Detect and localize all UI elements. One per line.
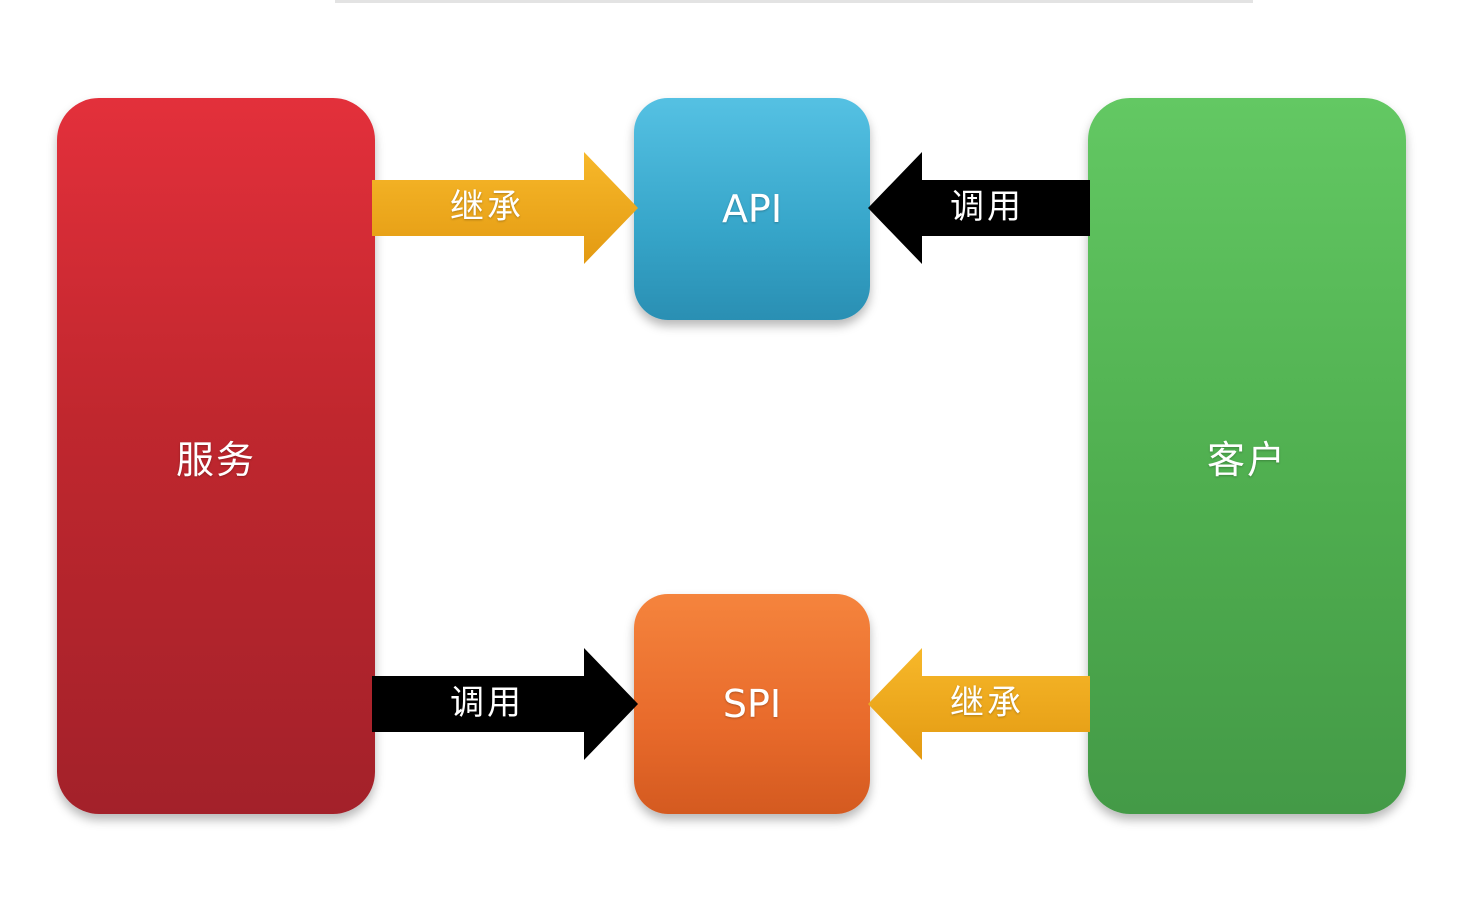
client-node: 客户: [1088, 98, 1406, 814]
spi-node: SPI: [634, 594, 870, 814]
arrow-service-to-api-label: 继承: [450, 187, 524, 227]
client-node-label: 客户: [1206, 437, 1287, 482]
spi-node-label: SPI: [722, 682, 782, 726]
arrow-client-to-api-label: 调用: [950, 187, 1024, 227]
arrow-service-to-api: 继承: [372, 152, 638, 264]
arrow-right-icon: [372, 152, 638, 264]
arrow-client-to-spi: 继承: [868, 648, 1090, 760]
service-node-label: 服务: [175, 437, 256, 482]
arrow-service-to-spi-label: 调用: [450, 683, 524, 723]
arrow-service-to-spi: 调用: [372, 648, 638, 760]
arrow-client-to-spi-label: 继承: [950, 683, 1024, 723]
arrow-left-icon: [868, 648, 1090, 760]
service-node: 服务: [57, 98, 375, 814]
arrow-client-to-api: 调用: [868, 152, 1090, 264]
api-node: API: [634, 98, 870, 320]
top-divider-line: [335, 0, 1253, 3]
arrow-left-icon: [868, 152, 1090, 264]
api-node-label: API: [721, 187, 783, 231]
arrow-right-icon: [372, 648, 638, 760]
